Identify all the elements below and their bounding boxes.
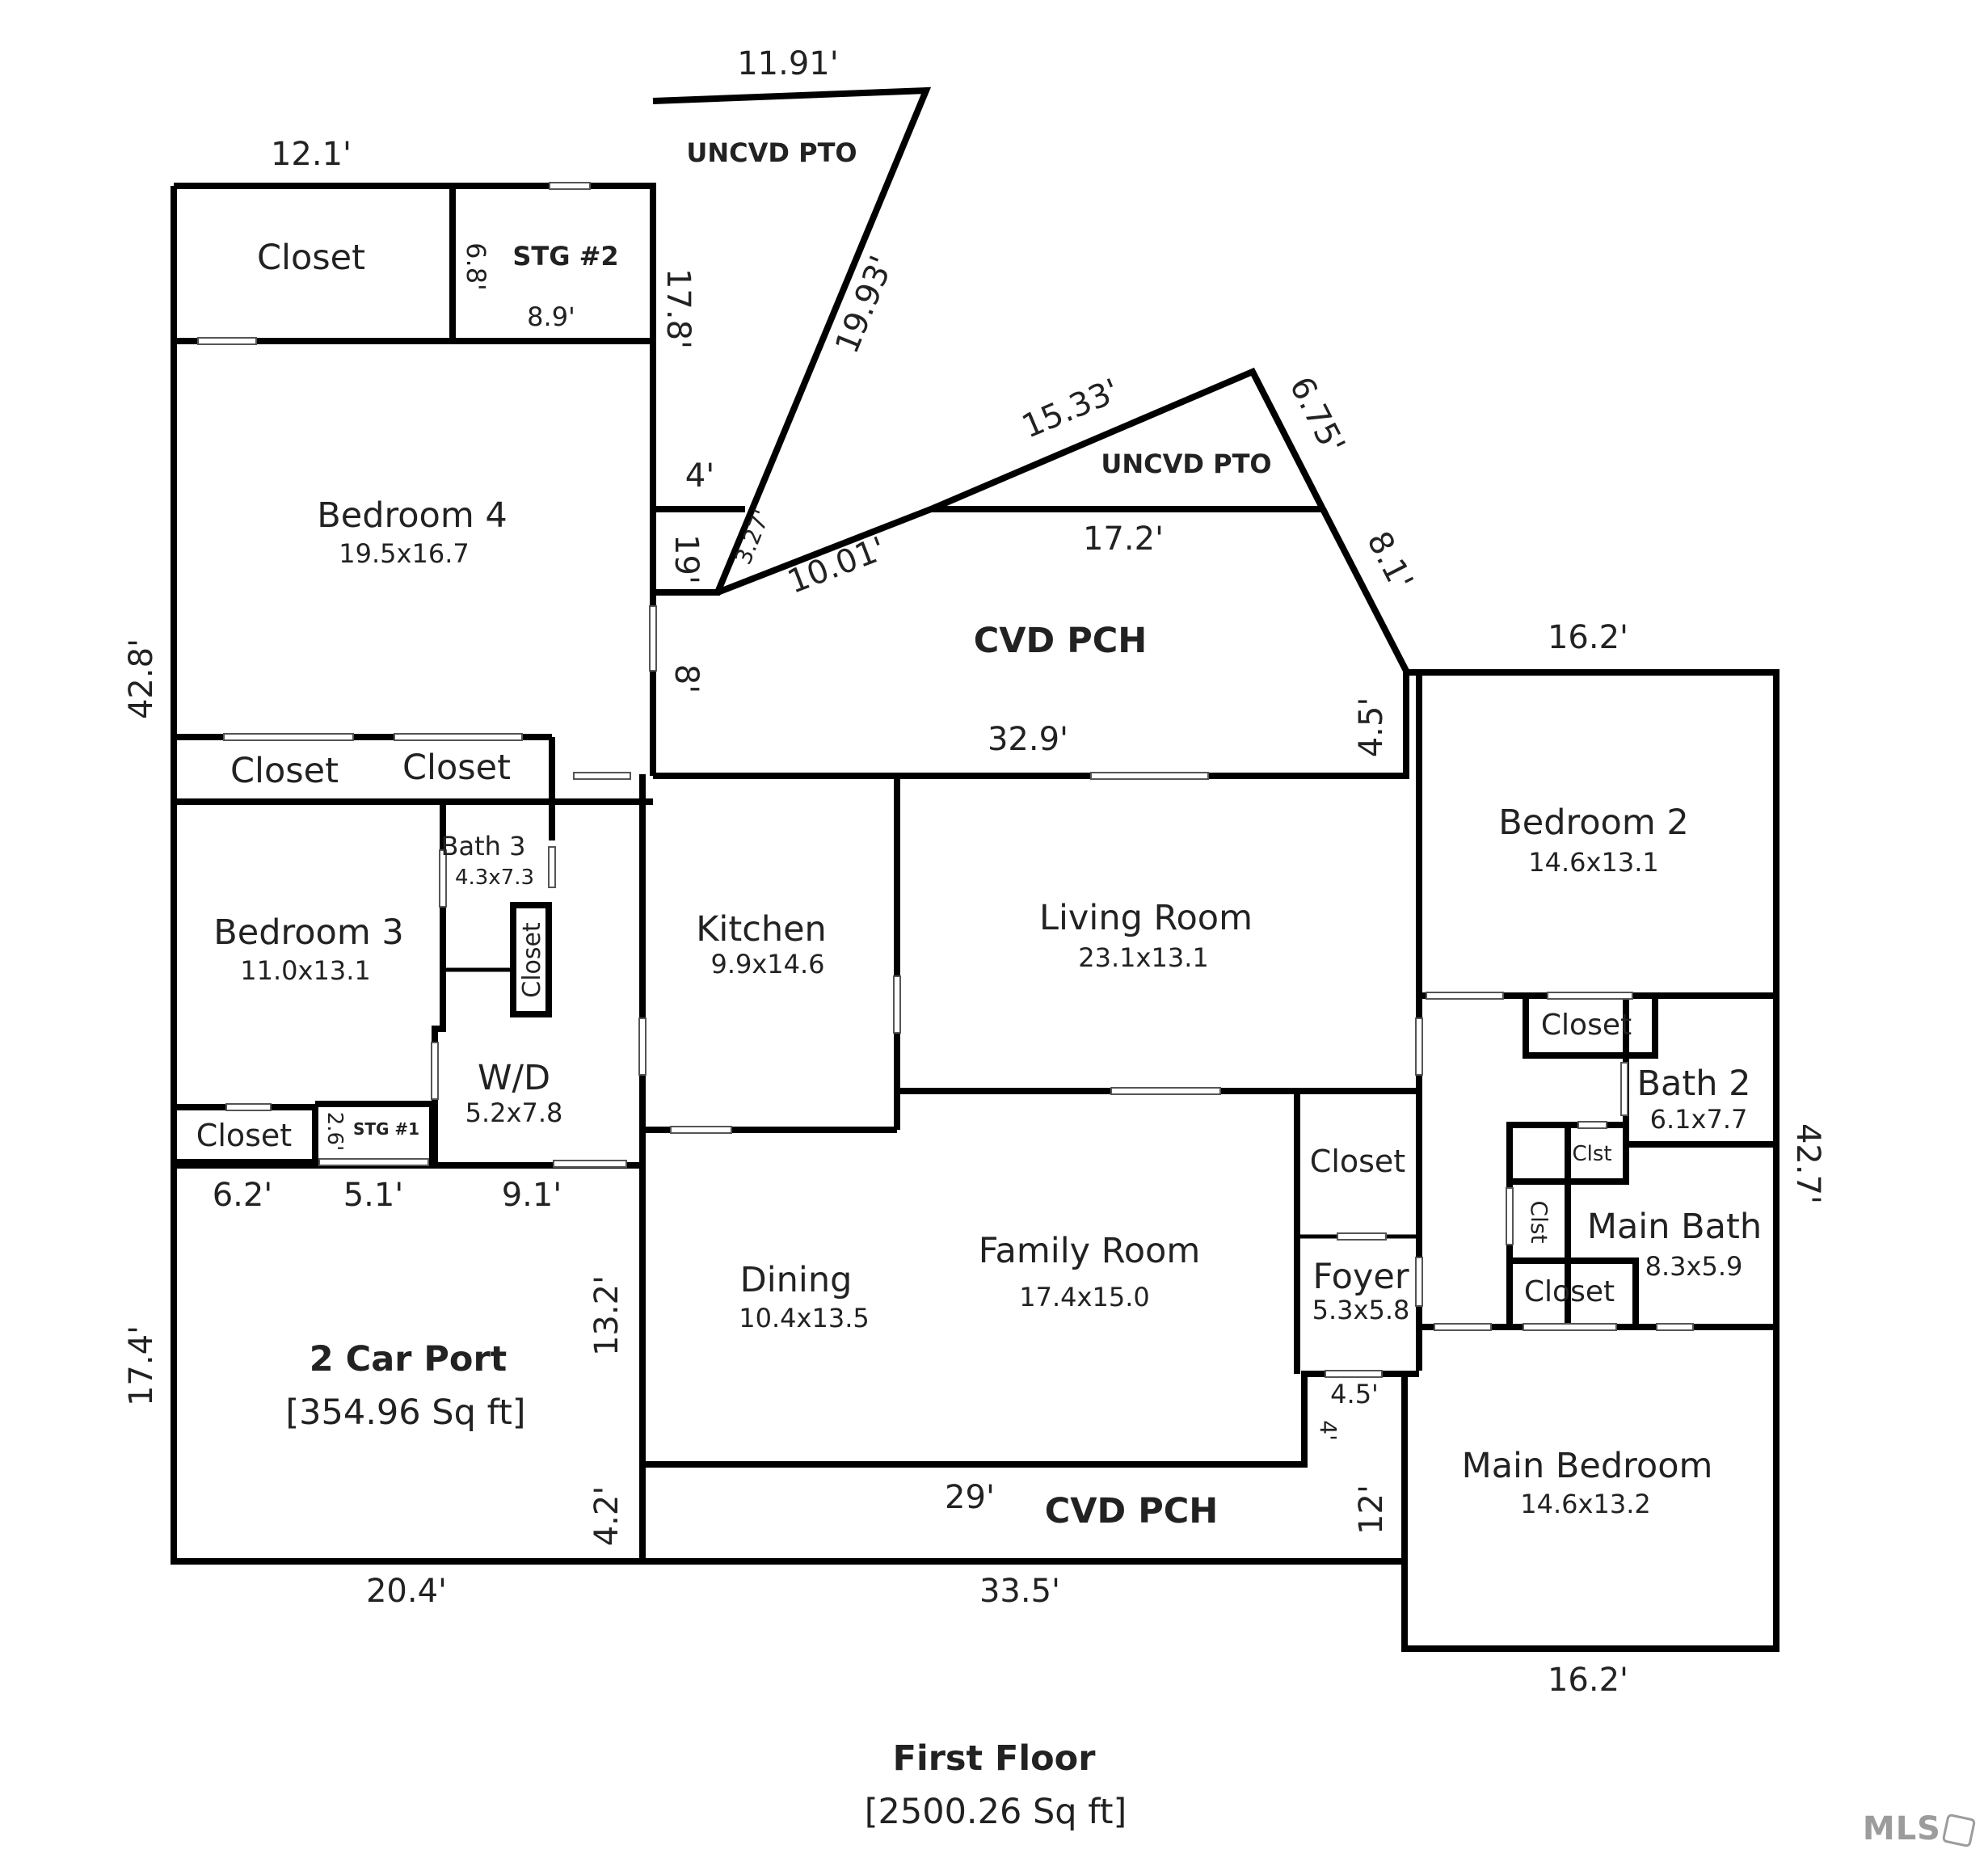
dim-4-2: 4.2'	[588, 1486, 625, 1547]
dim-8-1: 8.1'	[1359, 525, 1420, 596]
bedroom2-size: 14.6x13.1	[1528, 847, 1658, 878]
main-bedroom-name: Main Bedroom	[1462, 1446, 1713, 1486]
bedroom4-size: 19.5x16.7	[339, 538, 469, 569]
dim-8: 8'	[668, 664, 705, 693]
dim-4-5-top: 4.5'	[1353, 697, 1390, 758]
bath3-name: Bath 3	[441, 831, 526, 861]
bath2-name: Bath 2	[1637, 1064, 1751, 1104]
dining-size: 10.4x13.5	[739, 1303, 869, 1333]
clst-a-label: Clst	[1572, 1142, 1611, 1166]
dim-16-2-bot: 16.2'	[1548, 1662, 1628, 1699]
closet-top-label: Closet	[257, 238, 365, 278]
closet-b4a-label: Closet	[230, 751, 339, 791]
dim-2-6: 2.6'	[322, 1112, 347, 1152]
family-name: Family Room	[979, 1231, 1200, 1271]
clst-b-label: Clst	[1526, 1201, 1552, 1244]
dim-6-8: 6.8'	[461, 242, 491, 291]
closet-b4b-label: Closet	[402, 748, 511, 788]
closet-bath3-label: Closet	[518, 922, 546, 998]
family-size: 17.4x15.0	[1019, 1282, 1149, 1312]
room-labels: Closet STG #2 UNCVD PTO UNCVD PTO CVD PC…	[196, 137, 1762, 1531]
cvd-pch-top-label: CVD PCH	[974, 621, 1148, 661]
uncvd-pto-2-label: UNCVD PTO	[1101, 449, 1271, 479]
dim-20-4: 20.4'	[366, 1573, 447, 1610]
dim-33-5: 33.5'	[979, 1573, 1060, 1610]
stg1-label: STG #1	[353, 1119, 419, 1139]
dim-13-2: 13.2'	[588, 1275, 625, 1356]
closet-mb-label: Closet	[1524, 1275, 1615, 1308]
dim-4-5-bot: 4.5'	[1330, 1379, 1379, 1409]
dim-12-1: 12.1'	[271, 136, 352, 173]
living-name: Living Room	[1039, 898, 1253, 938]
dim-29: 29'	[945, 1479, 995, 1516]
foyer-size: 5.3x5.8	[1312, 1295, 1410, 1325]
main-bedroom-size: 14.6x13.2	[1520, 1489, 1650, 1519]
main-bath-name: Main Bath	[1587, 1207, 1762, 1247]
bedroom4-name: Bedroom 4	[317, 495, 508, 536]
mls-logo: MLS	[1862, 1810, 1977, 1848]
door-panels	[197, 182, 1694, 1378]
floor-area: [2500.26 Sq ft]	[865, 1792, 1127, 1832]
bath3-size: 4.3x7.3	[455, 866, 534, 890]
dining-name: Dining	[740, 1260, 853, 1300]
carport-name: 2 Car Port	[310, 1339, 507, 1380]
bedroom2-name: Bedroom 2	[1498, 803, 1689, 843]
dim-42-8: 42.8'	[123, 638, 160, 719]
bath2-size: 6.1x7.7	[1650, 1104, 1748, 1135]
living-size: 23.1x13.1	[1078, 942, 1208, 973]
cube-icon	[1941, 1813, 1977, 1848]
closet-b3-label: Closet	[196, 1118, 292, 1153]
bedroom3-size: 11.0x13.1	[240, 955, 370, 986]
uncvd-pto-1-label: UNCVD PTO	[686, 137, 857, 168]
dim-8-9: 8.9'	[527, 301, 575, 332]
dim-4: 4'	[685, 457, 714, 495]
dim-19: 19'	[668, 534, 705, 584]
dim-9-1: 9.1'	[502, 1177, 562, 1214]
kitchen-size: 9.9x14.6	[710, 949, 824, 979]
foyer-name: Foyer	[1312, 1257, 1409, 1297]
dim-17-2: 17.2'	[1083, 520, 1164, 558]
dim-32-9: 32.9'	[988, 721, 1068, 758]
dim-12: 12'	[1353, 1485, 1390, 1535]
closet-foyer-label: Closet	[1310, 1144, 1405, 1179]
stg2-label: STG #2	[512, 241, 618, 272]
bedroom3-name: Bedroom 3	[213, 912, 404, 953]
floor-title: First Floor	[893, 1738, 1097, 1779]
wd-name: W/D	[478, 1058, 550, 1098]
dim-10-01: 10.01'	[783, 530, 891, 601]
cvd-pch-bottom-label: CVD PCH	[1045, 1491, 1219, 1531]
carport-area: [354.96 Sq ft]	[285, 1392, 525, 1433]
dim-42-7: 42.7'	[1789, 1123, 1826, 1204]
dim-17-8: 17.8'	[659, 268, 697, 349]
dim-6-2: 6.2'	[213, 1177, 273, 1214]
wd-size: 5.2x7.8	[465, 1097, 563, 1128]
main-bath-size: 8.3x5.9	[1645, 1251, 1743, 1282]
dim-3-27: 3.27'	[730, 506, 776, 568]
closet-b2-label: Closet	[1541, 1009, 1632, 1042]
dim-5-1: 5.1'	[343, 1177, 404, 1214]
dim-11-91: 11.91'	[737, 45, 839, 82]
dim-4-bot: 4'	[1315, 1420, 1341, 1441]
dim-16-2-top: 16.2'	[1548, 619, 1628, 656]
mls-logo-text: MLS	[1862, 1810, 1941, 1847]
kitchen-name: Kitchen	[696, 909, 827, 950]
dim-17-4: 17.4'	[123, 1325, 160, 1406]
